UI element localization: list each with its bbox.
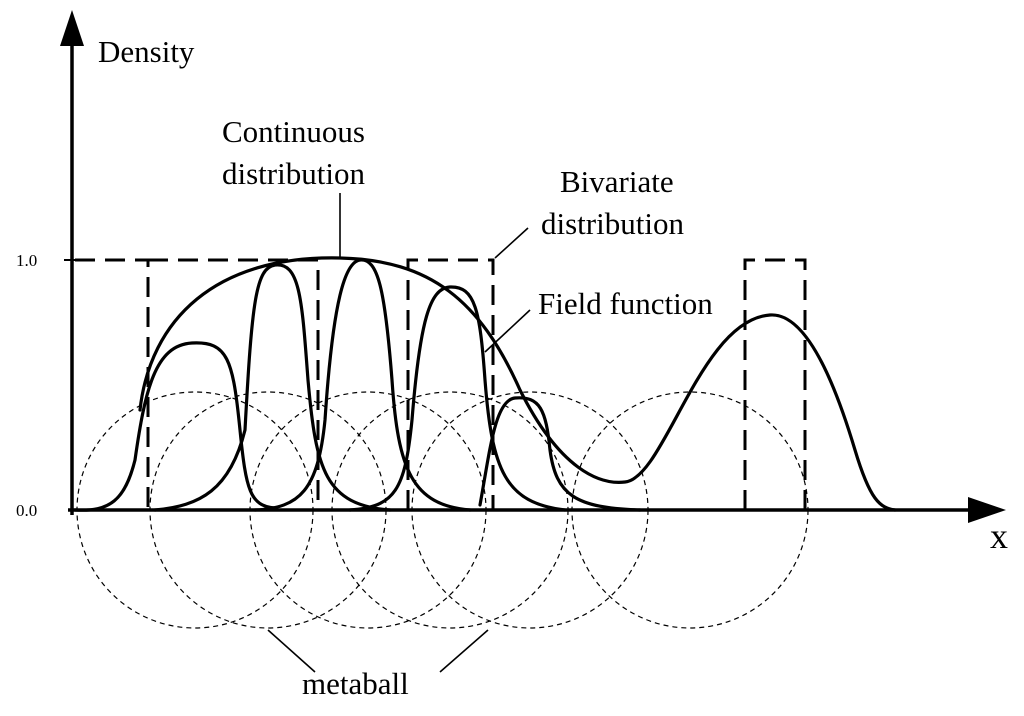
axes [60,10,1006,523]
bivariate-leader [494,227,529,259]
continuous-distribution-curve [138,256,897,512]
x-axis-arrowhead [968,497,1006,523]
bivariate-label-line-1: Bivariate [560,164,674,199]
field-function-bump-2 [153,263,392,512]
metaball-label: metaball [302,666,409,701]
x-axis-label: x [990,516,1008,556]
y-axis-arrowhead [60,10,84,46]
metaball-leader-right [439,629,489,673]
y-tick-label-0-0: 0.0 [16,501,37,520]
field-function-bump-1 [73,341,277,512]
bivariate-box-3 [743,258,807,510]
metaball-leader-left [267,629,316,673]
bivariate-box-2 [406,258,495,510]
leader-lines [267,193,531,673]
field-function-label: Field function [538,286,713,321]
field-function-bump-4 [348,285,567,512]
continuous-label-line-2: distribution [222,156,365,191]
field-function-bump-5 [478,396,642,512]
field-function-bump-3 [253,258,472,512]
bivariate-box-1 [75,258,320,510]
field-function-leader [484,309,531,353]
y-tick-label-1-0: 1.0 [16,251,37,270]
y-axis-label: Density [98,34,195,69]
bivariate-label-line-2: distribution [541,206,684,241]
bivariate-boxes [75,258,807,510]
continuous-label-line-1: Continuous [222,114,365,149]
